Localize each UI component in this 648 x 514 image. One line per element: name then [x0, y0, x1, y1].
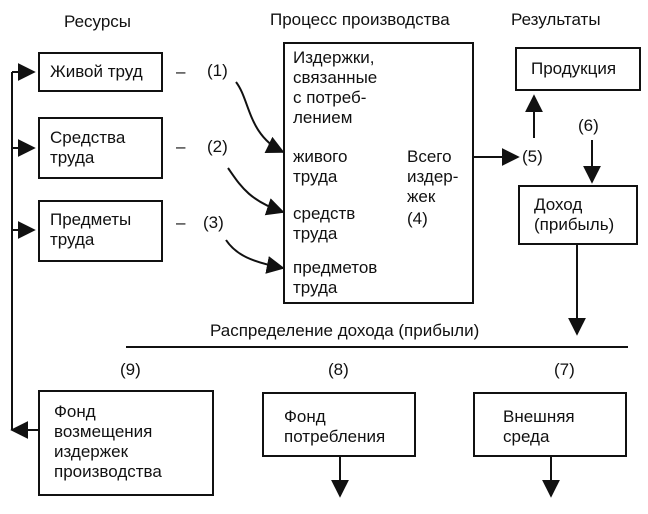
means-of-labor-label: Средства труда	[50, 128, 126, 167]
process-means-of-labor: средств труда	[293, 204, 356, 243]
external-environment-label: Внешняя среда	[503, 407, 575, 446]
box-means-of-labor: Средства труда	[38, 117, 163, 179]
living-labor-label: Живой труд	[50, 62, 143, 81]
process-total-costs: Всего издер- жек	[407, 147, 459, 206]
box-income: Доход (прибыль)	[518, 185, 638, 245]
box-objects-of-labor: Предметы труда	[38, 200, 163, 262]
curve-arrow-2	[227, 167, 285, 216]
box-consumption-fund: Фонд потребления	[262, 392, 416, 457]
income-label: Доход (прибыль)	[534, 195, 615, 234]
process-objects-of-labor: предметов труда	[293, 258, 378, 297]
header-results: Результаты	[511, 10, 601, 29]
box-product: Продукция	[515, 47, 641, 91]
box-living-labor: Живой труд	[38, 52, 163, 92]
distribution-title: Распределение дохода (прибыли)	[210, 321, 480, 340]
dash-1: –	[176, 62, 186, 81]
marker-8: (8)	[328, 360, 349, 379]
marker-7: (7)	[554, 360, 575, 379]
marker-1: (1)	[207, 61, 228, 80]
dash-2: –	[176, 137, 186, 156]
curve-arrow-1	[235, 81, 285, 154]
box-external-environment: Внешняя среда	[473, 392, 627, 457]
marker-4: (4)	[407, 209, 428, 228]
process-costs-label: Издержки, связанные с потреб- лением	[293, 48, 378, 127]
consumption-fund-label: Фонд потребления	[284, 407, 386, 446]
process-living-labor: живого труда	[293, 147, 348, 186]
header-resources: Ресурсы	[64, 12, 132, 31]
marker-9: (9)	[120, 360, 141, 379]
marker-2: (2)	[207, 137, 228, 156]
box-compensation-fund: Фонд возмещения издержек производства	[38, 390, 214, 496]
dash-3: –	[176, 213, 186, 232]
product-label: Продукция	[531, 59, 617, 78]
marker-6: (6)	[578, 116, 599, 135]
objects-of-labor-label: Предметы труда	[50, 210, 132, 249]
compensation-fund-label: Фонд возмещения издержек производства	[54, 402, 162, 481]
curve-arrow-3	[225, 239, 285, 274]
header-process: Процесс производства	[270, 10, 450, 29]
marker-3: (3)	[203, 213, 224, 232]
marker-5: (5)	[522, 147, 543, 166]
box-production-process: Издержки, связанные с потреб- лением жив…	[283, 42, 474, 304]
